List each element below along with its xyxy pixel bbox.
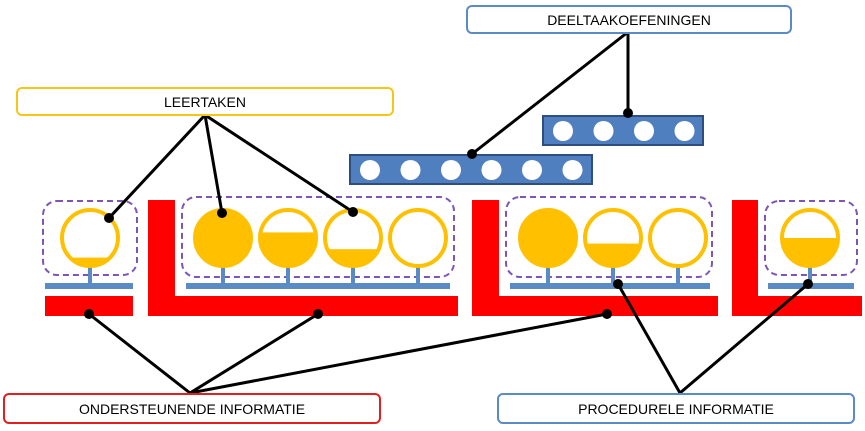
- label-supportive-info-text: ONDERSTEUNENDE INFORMATIE: [79, 401, 305, 417]
- practice-item-dot: [553, 121, 573, 141]
- task-support-level-fill: [782, 238, 838, 266]
- learning-task-circle: [193, 208, 253, 268]
- supportive-info-block-4: [732, 200, 862, 316]
- task-support-level-fill: [62, 257, 118, 266]
- practice-item-dot: [400, 160, 421, 180]
- label-supportive-info: ONDERSTEUNENDE INFORMATIE: [3, 393, 381, 424]
- task-class-frame-3: [505, 196, 713, 278]
- practice-item-dot: [360, 160, 380, 180]
- practice-item-dot: [593, 121, 614, 141]
- learning-task-circle: [323, 208, 383, 268]
- task-class-frames: [42, 196, 858, 278]
- practice-item-dot: [562, 160, 583, 180]
- practice-item-dot: [674, 121, 695, 141]
- practice-item-dot: [441, 160, 461, 180]
- practice-item-dot: [522, 160, 542, 180]
- task-support-level-fill: [260, 232, 316, 266]
- part-task-bar-1: [349, 154, 593, 185]
- task-class-frame-2: [181, 196, 455, 278]
- label-part-task-practice: DEELTAAKOEFENINGEN: [466, 5, 792, 34]
- label-procedural-info-text: PROCEDURELE INFORMATIE: [578, 401, 774, 417]
- procedural-bar-2: [186, 283, 450, 289]
- connector-lines: [88, 30, 809, 395]
- label-learning-tasks-text: LEERTAKEN: [164, 94, 246, 110]
- learning-task-circle: [648, 208, 708, 268]
- task-class-frame-1: [42, 200, 138, 276]
- supportive-info-block-1: [45, 296, 133, 316]
- learning-task-circle: [60, 208, 120, 268]
- procedural-bar-3: [510, 283, 710, 289]
- label-learning-tasks: LEERTAKEN: [16, 87, 394, 116]
- learning-task-circle: [780, 208, 840, 268]
- part-task-dots: [360, 121, 695, 180]
- supportive-info-block-2: [148, 200, 458, 316]
- procedural-arrows: [83, 253, 817, 283]
- practice-item-dot: [634, 121, 654, 141]
- learning-task-circle: [388, 208, 448, 268]
- procedural-bar-1: [45, 283, 133, 289]
- learning-task-circle: [518, 208, 578, 268]
- learning-task-circle: [258, 208, 318, 268]
- learning-tasks: [60, 208, 840, 268]
- label-part-task-practice-text: DEELTAAKOEFENINGEN: [547, 12, 711, 28]
- learning-task-circle: [583, 208, 643, 268]
- practice-item-dot: [481, 160, 502, 180]
- supportive-info-block-3: [472, 200, 718, 316]
- part-task-practice-bars: [349, 115, 704, 185]
- task-support-level-fill: [585, 243, 641, 266]
- connector-dots: [84, 108, 813, 319]
- supportive-info-blocks: [45, 200, 862, 316]
- label-procedural-info: PROCEDURELE INFORMATIE: [497, 393, 855, 424]
